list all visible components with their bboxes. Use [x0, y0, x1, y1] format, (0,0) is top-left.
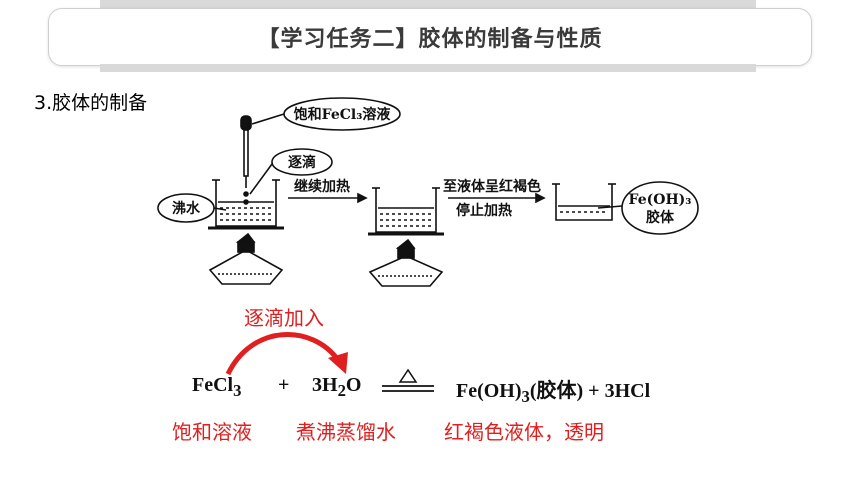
- curved-arrow-icon: [225, 332, 348, 376]
- burner-2-icon: [395, 238, 416, 249]
- plus-sign: +: [278, 374, 290, 396]
- callout-product: [621, 181, 699, 235]
- dropper-bulb-icon: [240, 115, 252, 131]
- label-stop-heat: 停止加热: [456, 202, 512, 219]
- label-dropwise: 逐滴: [288, 154, 316, 171]
- section-heading: 3.胶体的制备: [34, 92, 148, 114]
- page-title: 【学习任务二】胶体的制备与性质: [257, 27, 603, 52]
- label-red-brown-liquid: 红褐色液体，透明: [444, 420, 604, 444]
- label-saturated: 饱和FeCl₃溶液: [294, 106, 392, 123]
- beaker-3-icon: [555, 184, 613, 221]
- beaker-2-icon: [375, 188, 437, 233]
- label-saturated-solution: 饱和溶液: [172, 420, 252, 444]
- colloid-preparation-diagram: 饱和FeCl₃溶液 逐滴 沸水 继续加热 至液体呈红褐色 停止加热 Fe(OH)…: [157, 97, 699, 287]
- label-until-red-brown: 至液体呈红褐色: [443, 178, 541, 195]
- label-continue-heat: 继续加热: [294, 178, 350, 195]
- reactant-water: 3H2O: [312, 374, 362, 400]
- title-box: 【学习任务二】胶体的制备与性质: [48, 8, 812, 66]
- arrow-icon: [357, 192, 368, 204]
- label-boiling-water: 沸水: [172, 200, 201, 217]
- top-decor-bar: [100, 0, 756, 8]
- beaker-1-icon: [215, 180, 277, 227]
- label-product-formula: Fe(OH)₃: [629, 192, 692, 208]
- burner-1-icon: [235, 232, 256, 243]
- reactant-fecl3: FeCl3: [192, 374, 242, 400]
- title-underbar: [100, 64, 756, 72]
- drop-icon: [243, 191, 249, 197]
- arrow-icon: [535, 192, 546, 204]
- dropper-tube-icon: [243, 129, 249, 177]
- label-boiled-distilled-water: 煮沸蒸馏水: [296, 420, 396, 444]
- product-colloid: Fe(OH)3(胶体) + 3HCl: [456, 380, 651, 406]
- label-dropwise-add: 逐滴加入: [244, 306, 324, 330]
- heat-condition-icon: [382, 368, 434, 392]
- label-product-colloid: 胶体: [646, 209, 675, 226]
- callout-dropwise: [271, 148, 333, 176]
